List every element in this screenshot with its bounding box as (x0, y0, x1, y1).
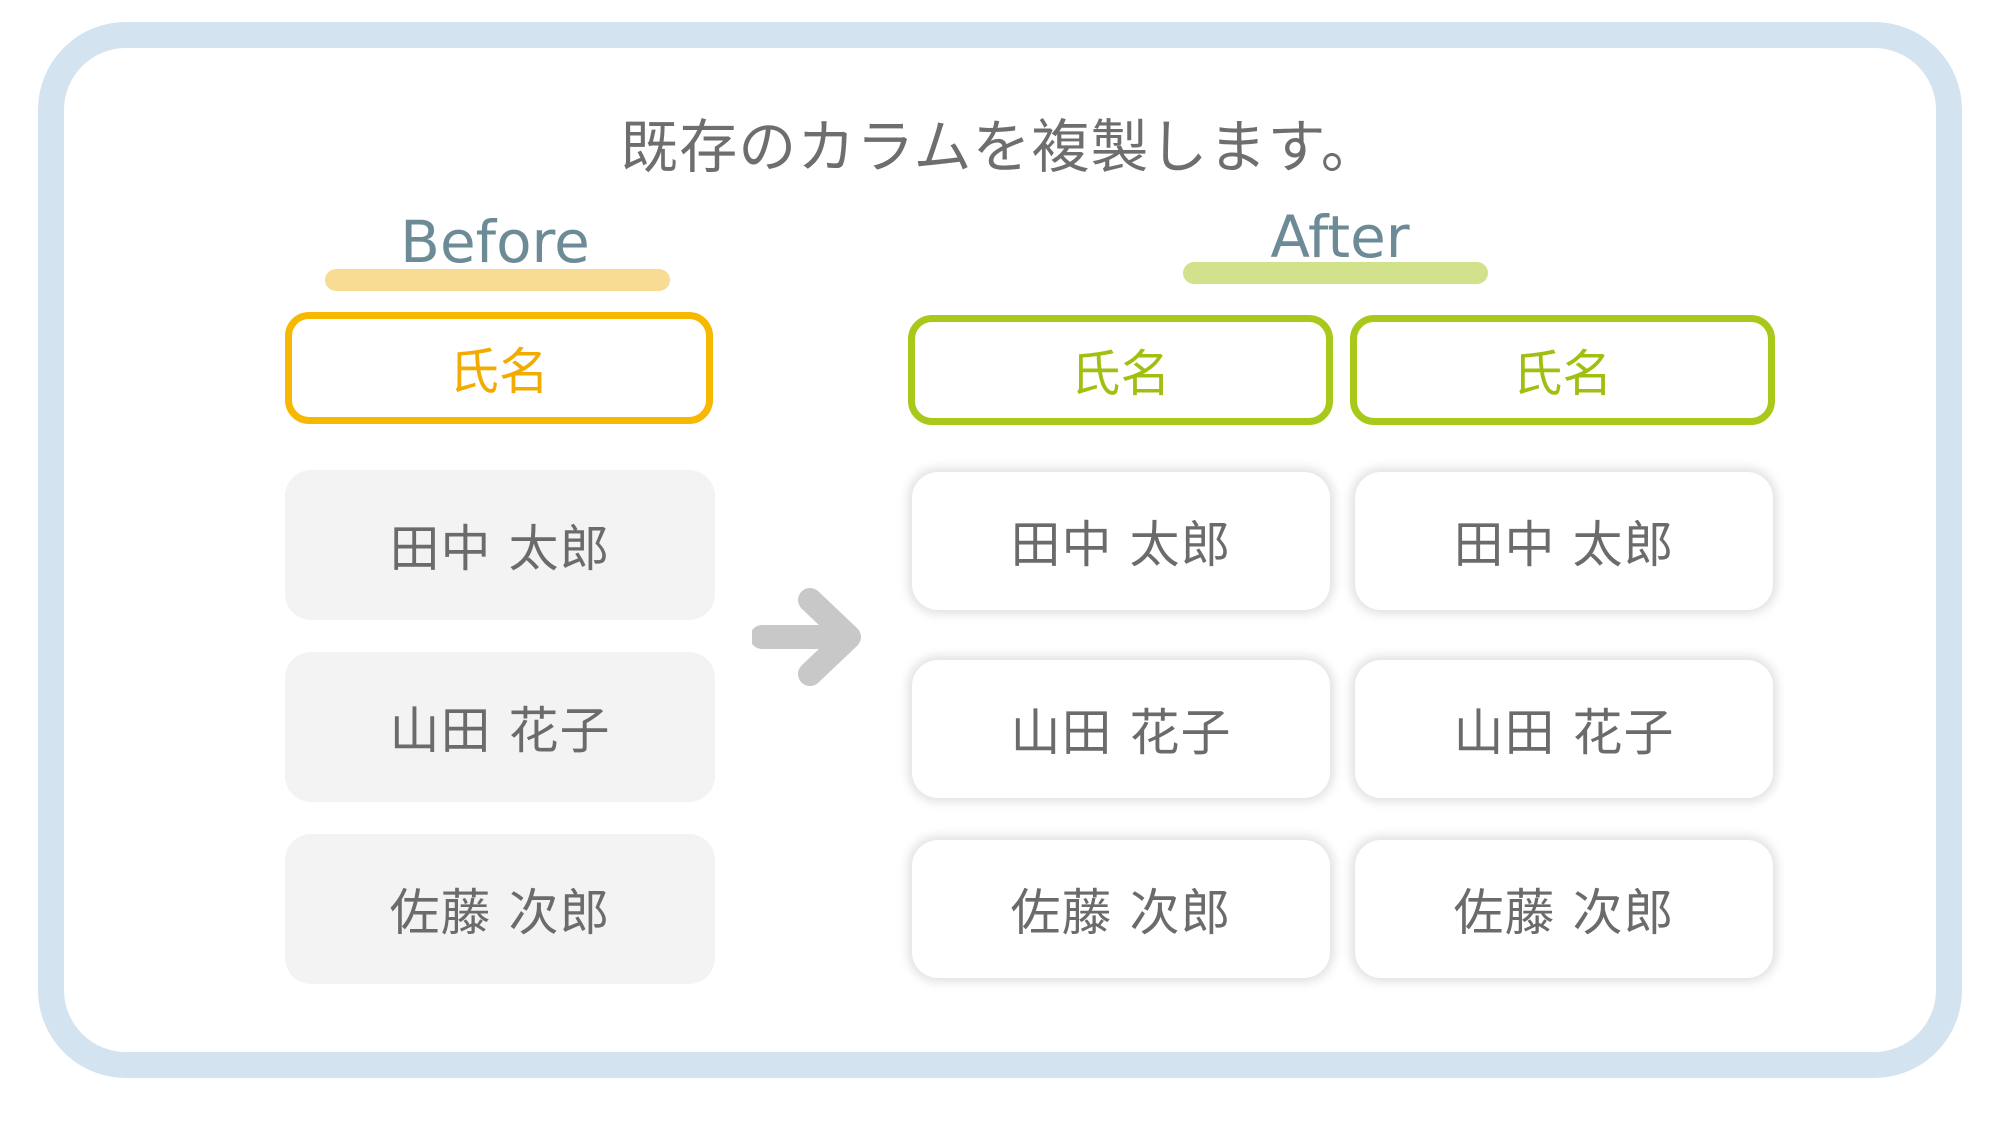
arrow-right-icon (752, 588, 861, 686)
slide-title: 既存のカラムを複製します。 (620, 113, 1380, 181)
after-underline (1183, 262, 1488, 284)
after-col2-header-cell: 氏名 (1350, 315, 1775, 425)
after-col1-row-3: 佐藤 次郎 (912, 840, 1330, 978)
after-label: After (1270, 203, 1410, 271)
before-underline (325, 269, 670, 291)
after-col2-row-3: 佐藤 次郎 (1355, 840, 1773, 978)
before-label: Before (400, 208, 590, 276)
before-row-3: 佐藤 次郎 (285, 834, 715, 984)
after-col1-row-1: 田中 太郎 (912, 472, 1330, 610)
after-col1-header-cell: 氏名 (908, 315, 1333, 425)
before-header-cell: 氏名 (285, 312, 713, 424)
before-row-2: 山田 花子 (285, 652, 715, 802)
before-row-1: 田中 太郎 (285, 470, 715, 620)
after-col2-row-2: 山田 花子 (1355, 660, 1773, 798)
after-col2-row-1: 田中 太郎 (1355, 472, 1773, 610)
after-col1-row-2: 山田 花子 (912, 660, 1330, 798)
